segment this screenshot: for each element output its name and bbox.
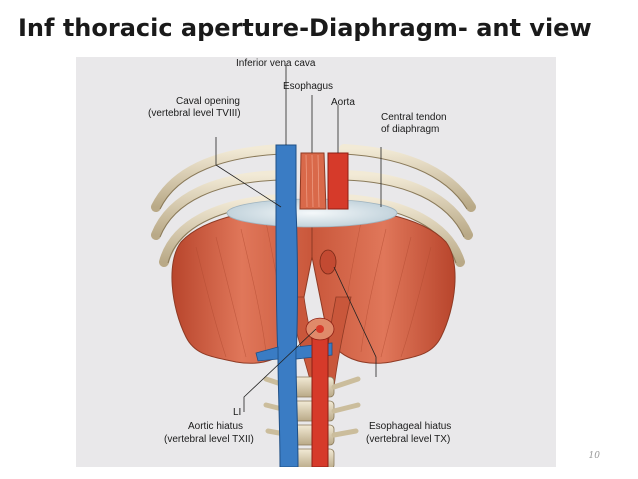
aorta-lower [311, 326, 329, 467]
label-esophageal-hiatus: Esophageal hiatus [369, 421, 452, 432]
inferior-vena-cava [275, 144, 299, 467]
diaphragm-figure: Inferior vena cava Esophagus Caval openi… [76, 57, 556, 467]
ribs-left [151, 144, 286, 267]
aorta-upper [327, 152, 349, 210]
slide-title: Inf thoracic aperture-Diaphragm- ant vie… [18, 14, 592, 42]
page-number: 10 [588, 451, 600, 461]
label-aorta: Aorta [331, 97, 355, 108]
esophageal-hiatus [319, 249, 337, 275]
diaphragm-illustration [151, 65, 476, 467]
label-caval-opening-level: (vertebral level TVIII) [148, 108, 241, 119]
label-esophageal-hiatus-level: (vertebral level TX) [366, 434, 451, 445]
ribs-right [339, 144, 476, 267]
label-esophagus: Esophagus [283, 81, 334, 92]
label-inferior-vena-cava: Inferior vena cava [236, 58, 316, 69]
label-aortic-hiatus: Aortic hiatus [188, 421, 244, 432]
label-caval-opening: Caval opening [176, 96, 240, 107]
label-central-tendon-line1: Central tendon [381, 112, 447, 123]
diaphragm-right-dome [311, 206, 456, 364]
label-central-tendon-line2: of diaphragm [381, 124, 440, 135]
label-li: LI [233, 407, 242, 418]
label-aortic-hiatus-level: (vertebral level TXII) [164, 434, 254, 445]
